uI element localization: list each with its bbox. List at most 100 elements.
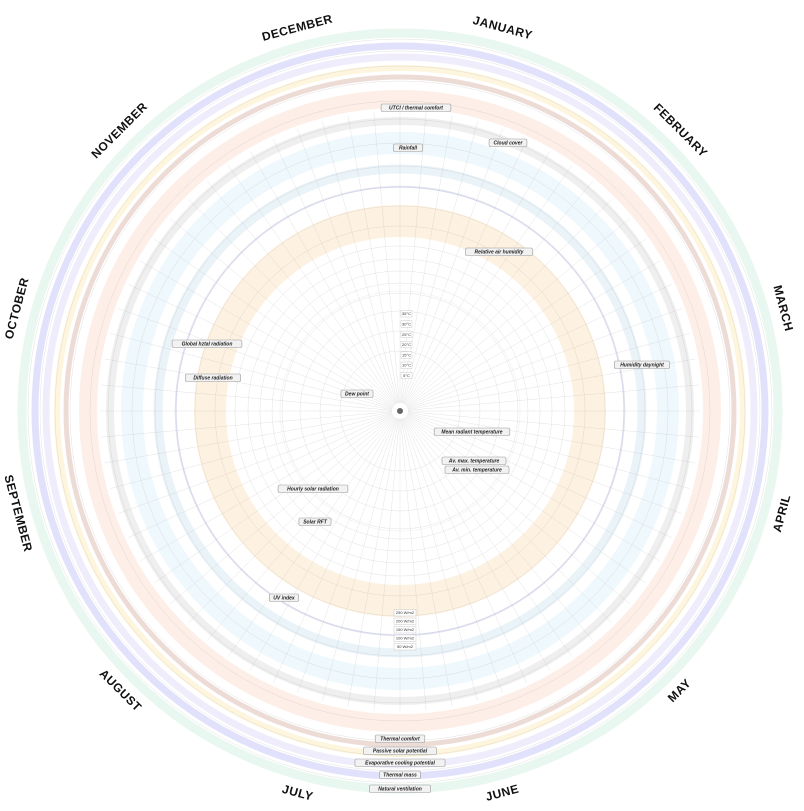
ring-label: Solar RFT — [303, 520, 328, 526]
grid-spoke — [406, 260, 660, 408]
radial-grid — [100, 111, 700, 711]
ring-label: Diffuse radiation — [193, 376, 232, 382]
ring-label: Av. max. temperature — [448, 459, 500, 465]
ring-label: Dew point — [345, 392, 369, 398]
ring-label: Humidity daynight — [620, 363, 664, 369]
grid-spoke — [140, 414, 394, 562]
radiation-scale-label: 200 W/m2 — [396, 619, 415, 624]
grid-spoke — [404, 165, 573, 405]
grid-spoke — [403, 151, 551, 405]
grid-spoke — [187, 198, 395, 406]
grid-spoke — [118, 413, 393, 514]
ring-label: Thermal comfort — [380, 737, 420, 743]
temp-scale-label: 30°C — [402, 322, 411, 327]
grid-spoke — [249, 417, 397, 671]
ring-label-box — [374, 734, 426, 743]
ring-label-box — [354, 758, 446, 767]
grid-spoke — [128, 284, 393, 408]
temp-scale-label: 10°C — [402, 363, 411, 368]
grid-spoke — [297, 418, 398, 693]
grid-spoke — [101, 411, 393, 438]
temp-scale-box — [400, 320, 413, 328]
temp-scale-box — [400, 310, 413, 318]
ring-label-box — [369, 784, 431, 793]
ring-label: Passive solar potential — [373, 749, 428, 755]
grid-spoke — [322, 418, 399, 701]
radiation-scale-label: 50 W/m2 — [397, 644, 414, 649]
ring-label: Natural ventilation — [378, 787, 422, 793]
grid-spoke — [402, 129, 503, 404]
radiation-scale-label: 250 W/m2 — [396, 610, 415, 615]
grid-spoke — [154, 238, 394, 407]
grid-spoke — [403, 139, 527, 404]
grid-spoke — [154, 415, 394, 584]
temp-scale-box — [400, 330, 413, 338]
grid-spoke — [405, 198, 613, 406]
grid-spoke — [347, 115, 399, 404]
grid-spoke — [128, 414, 393, 538]
grid-spoke — [273, 139, 397, 404]
grid-spoke — [101, 384, 393, 411]
month-label: MARCH — [770, 284, 796, 333]
radiation-scale-box — [393, 643, 417, 651]
temp-scale-box — [400, 351, 413, 359]
radiation-scale-label: 150 W/m2 — [396, 627, 415, 632]
radiation-ring — [194, 205, 606, 617]
utci-ring — [79, 90, 721, 732]
grid-spoke — [407, 284, 672, 408]
grid-spoke — [170, 218, 395, 407]
ring-label: Thermal mass — [383, 773, 417, 779]
grid-spoke — [403, 418, 527, 683]
grid-spoke — [400, 112, 427, 404]
temp-scale-box — [400, 372, 413, 379]
radiation-scale-label: 100 W/m2 — [396, 636, 415, 641]
ring-label: Rainfall — [399, 146, 418, 152]
ring-label-box — [444, 465, 510, 474]
ring-label-box — [185, 373, 241, 382]
grid-spoke — [405, 415, 630, 604]
ring-label: UV index — [273, 596, 295, 602]
ring-label: Av. min. temperature — [451, 468, 502, 474]
ring-label-box — [269, 593, 299, 602]
guide-circle — [54, 65, 746, 757]
month-label: APRIL — [770, 493, 793, 534]
ring-label-box — [277, 484, 349, 493]
grid-spoke — [104, 412, 393, 464]
temp-scale-box — [400, 341, 413, 349]
ring-label: Evaporative cooling potential — [365, 761, 435, 767]
grid-spoke — [373, 112, 400, 404]
ring-label: Hourly solar radiation — [287, 487, 339, 493]
temp-scale-label: 5°C — [403, 373, 410, 378]
grid-spoke — [249, 151, 397, 405]
ring-label-box — [340, 389, 374, 398]
temp-scale-label: 20°C — [402, 342, 411, 347]
grid-spoke — [402, 418, 503, 693]
grid-spoke — [207, 416, 396, 641]
temp-scale-label: 25°C — [402, 332, 411, 337]
month-label: AUGUST — [97, 667, 145, 715]
center-hub — [397, 408, 403, 414]
radiation-scale-box — [393, 609, 417, 617]
grid-spoke — [297, 129, 398, 404]
grid-spoke — [104, 358, 393, 410]
ring-label-box — [393, 143, 423, 152]
radiation-scale-box — [393, 617, 417, 625]
grid-spoke — [403, 417, 551, 671]
rainfall-ring — [121, 132, 679, 690]
grid-spoke — [404, 417, 573, 657]
grid-spoke — [407, 411, 699, 438]
ring-label-box — [433, 427, 511, 436]
radiation-scale-box — [393, 634, 417, 642]
grid-spoke — [404, 416, 593, 641]
grid-spoke — [170, 415, 395, 604]
month-label: JULY — [281, 782, 315, 804]
temp-scale-label: 15°C — [402, 352, 411, 357]
relative-humidity-ring — [153, 164, 647, 658]
grid-spoke — [401, 418, 478, 701]
guide-circle — [89, 100, 711, 722]
grid-spoke — [227, 417, 396, 657]
grid-spoke — [227, 165, 396, 405]
ring-label: Relative air humidity — [475, 250, 524, 256]
